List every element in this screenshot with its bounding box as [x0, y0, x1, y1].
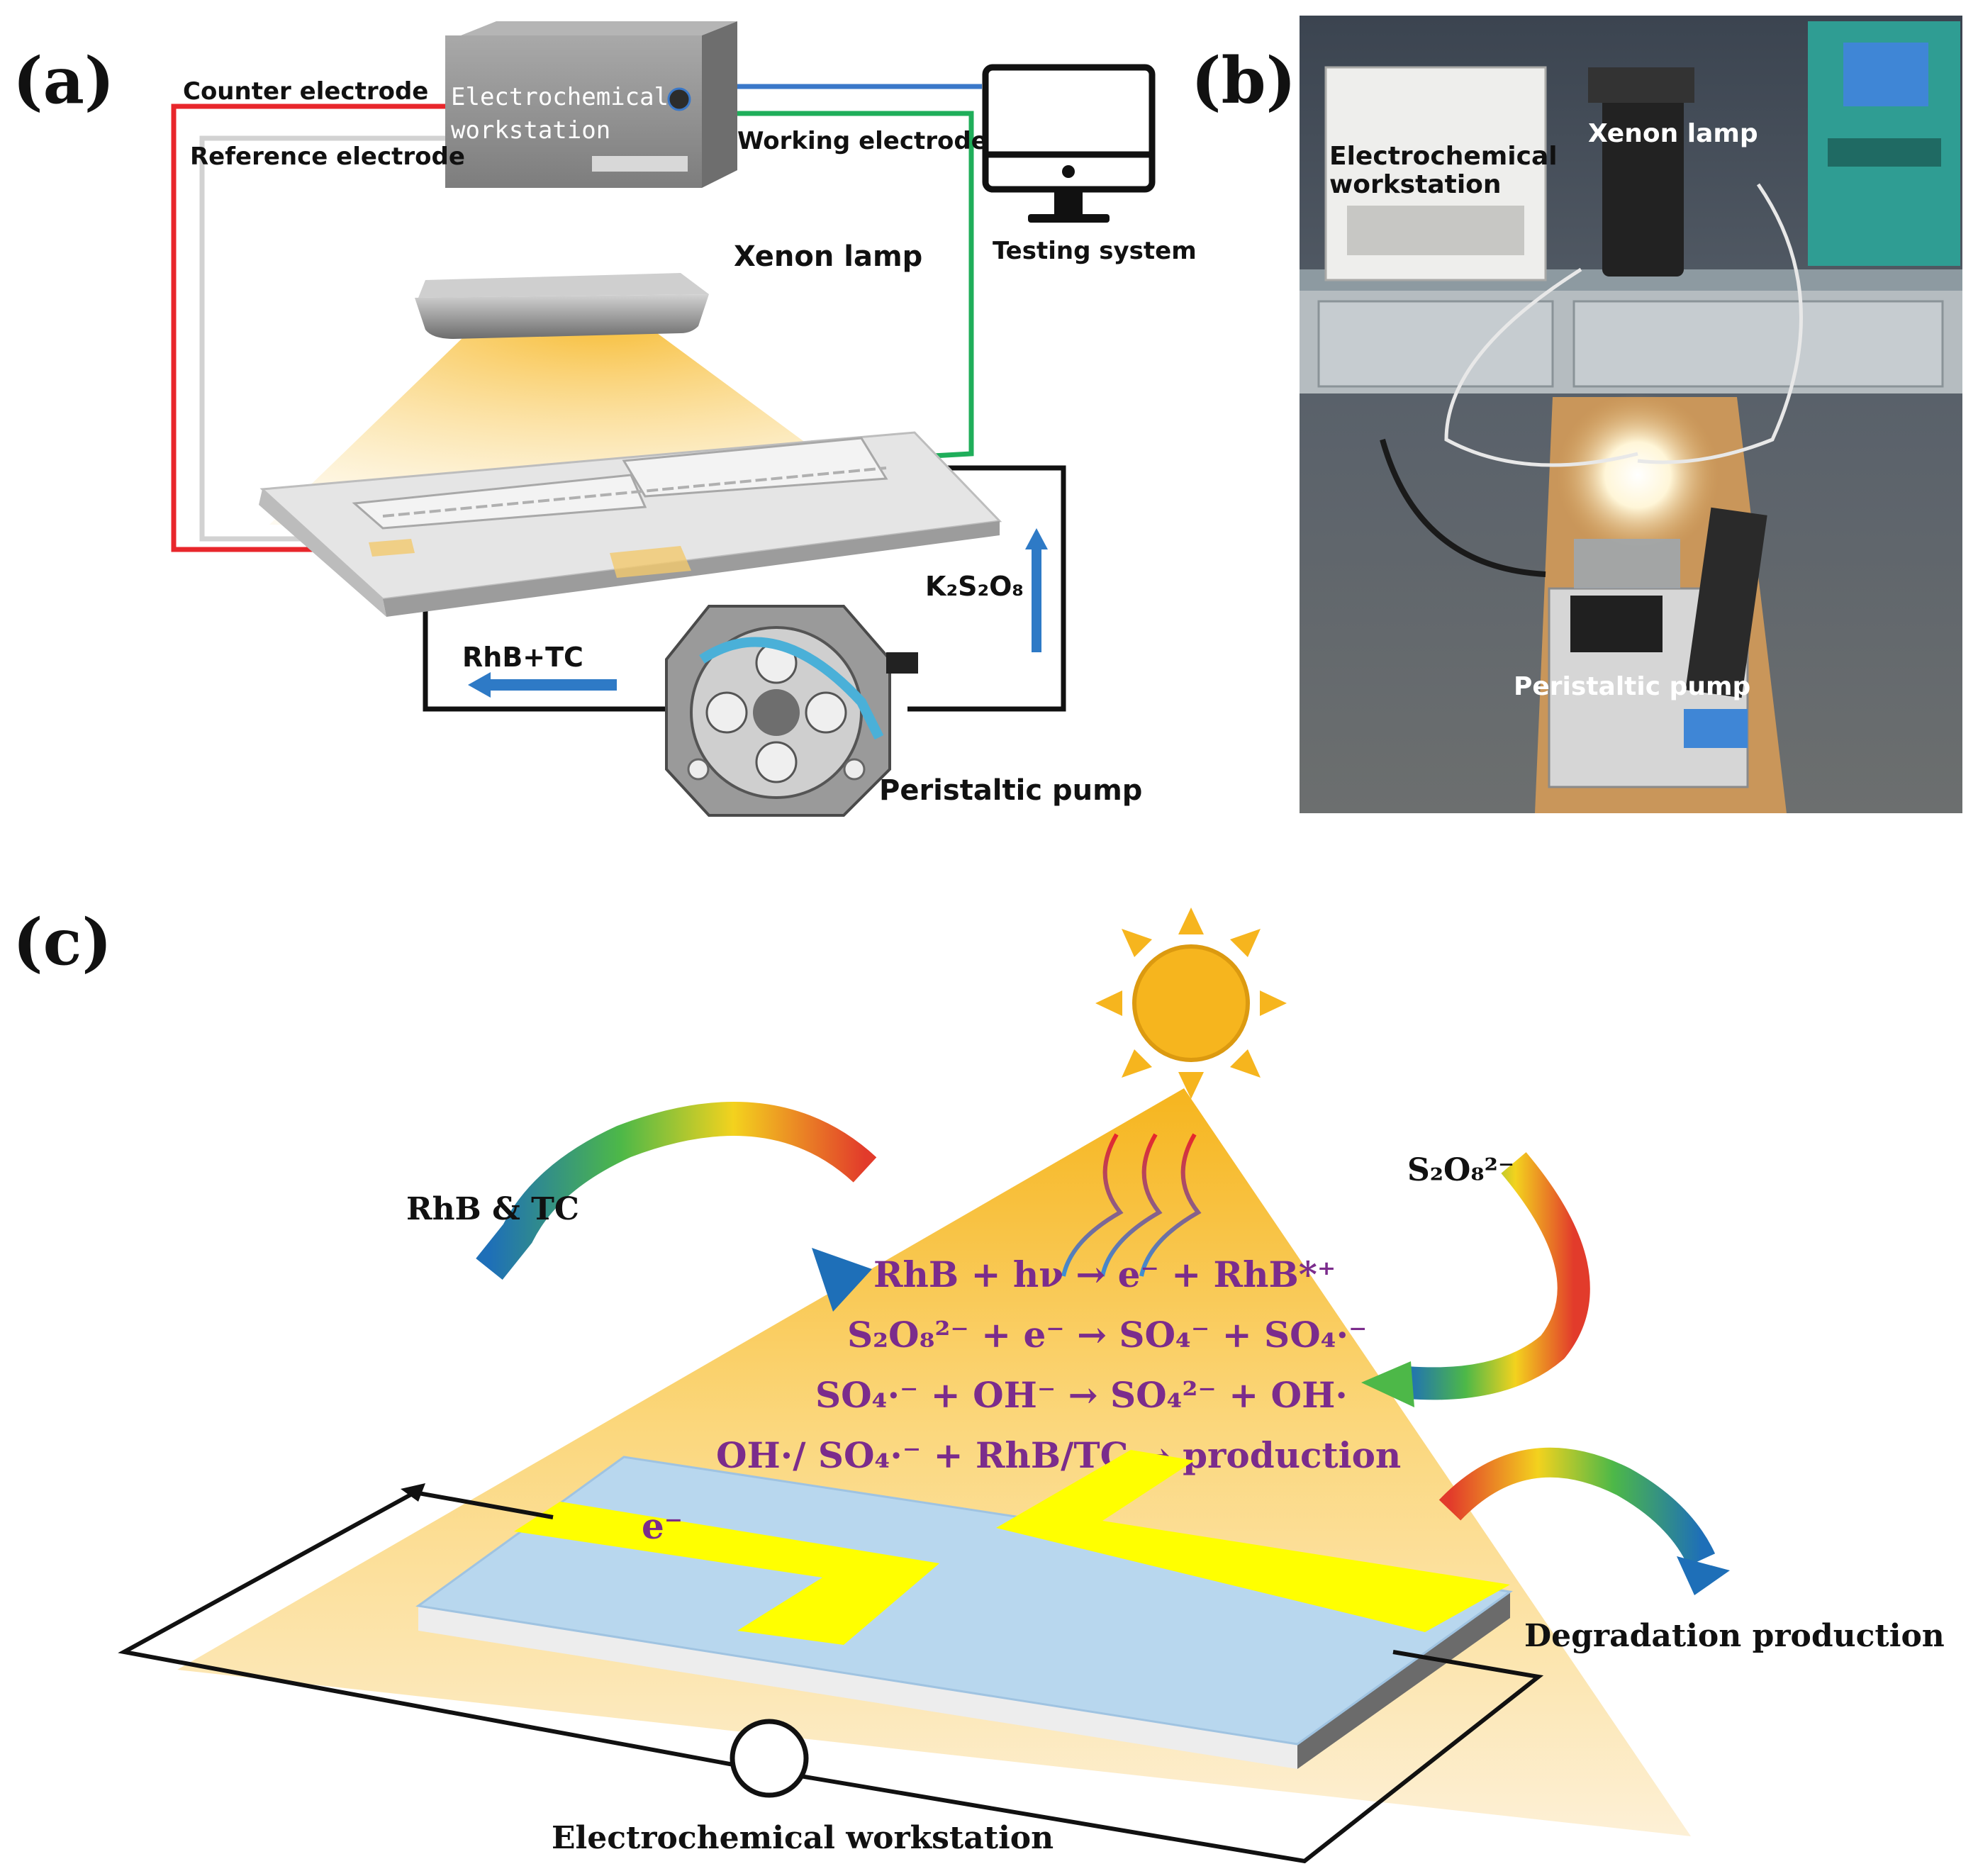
microfluidic-chip-3d — [415, 1450, 1513, 1769]
setup-photograph — [1300, 16, 1962, 813]
photo-workstation-label-line2: workstation — [1329, 170, 1502, 199]
rhb-tc-label: RhB+TC — [462, 642, 583, 673]
xenon-lamp-icon — [415, 273, 709, 339]
sun-icon — [1095, 908, 1287, 1099]
counter-electrode-label: Counter electrode — [183, 77, 428, 106]
photo-peristaltic-pump-label: Peristaltic pump — [1514, 672, 1750, 701]
panel-c: (c) RhB & TC — [13, 905, 1945, 1864]
rhb-tc-curved-arrow — [476, 1102, 877, 1312]
equation-4: OH·/ SO₄·⁻ + RhB/TC → production — [716, 1434, 1401, 1476]
photo-xenon-lamp-label: Xenon lamp — [1588, 119, 1758, 148]
counter-electrode-wire — [171, 104, 454, 552]
photo-workstation-label-line1: Electrochemical — [1329, 142, 1558, 171]
workstation-knob-icon — [667, 87, 691, 111]
equation-1: RhB + hν → e⁻ + RhB*⁺ — [873, 1254, 1336, 1295]
electrochemical-workstation-label: Electrochemical workstation — [552, 1820, 1054, 1856]
equation-2: S₂O₈²⁻ + e⁻ → SO₄⁻ + SO₄·⁻ — [847, 1314, 1367, 1356]
workstation-box: Electrochemical workstation — [445, 21, 737, 188]
peristaltic-pump-label: Peristaltic pump — [879, 774, 1142, 807]
peristaltic-pump-icon — [665, 605, 918, 817]
panel-label-b: (b) — [1191, 43, 1296, 118]
computer-icon — [982, 64, 1156, 223]
xenon-lamp-label: Xenon lamp — [734, 240, 922, 273]
k2s2o8-label: K₂S₂O₈ — [925, 571, 1024, 602]
degradation-label: Degradation production — [1524, 1618, 1945, 1654]
panel-label-a: (a) — [13, 43, 114, 118]
degradation-curved-arrow — [1438, 1447, 1730, 1595]
working-electrode-label: Working electrode — [737, 127, 988, 155]
s2o8-label: S₂O₈²⁻ — [1407, 1152, 1514, 1188]
panel-label-c: (c) — [13, 905, 112, 980]
working-electrode-wire — [730, 111, 974, 460]
testing-system-label: Testing system — [993, 237, 1197, 265]
electrode-left — [514, 1502, 939, 1645]
s2o8-curved-arrow — [1361, 1152, 1590, 1407]
microfluidic-chip — [259, 431, 1002, 617]
rhb-tc-input-label: RhB & TC — [406, 1191, 579, 1227]
electrode-right — [996, 1450, 1510, 1632]
reference-electrode-label: Reference electrode — [190, 143, 465, 171]
light-wave-icon — [1061, 1133, 1202, 1277]
workstation-meter-icon — [730, 1719, 809, 1798]
rhb-tc-flow-arrow — [468, 672, 617, 698]
workstation-label-line2: workstation — [451, 116, 610, 145]
workstation-label-line1: Electrochemical — [451, 83, 669, 111]
panel-b: (b) — [1191, 16, 1962, 813]
equation-3: SO₄·⁻ + OH⁻ → SO₄²⁻ + OH· — [815, 1374, 1348, 1416]
reference-electrode-wire — [199, 135, 454, 542]
k2s2o8-flow-arrow — [1025, 528, 1048, 652]
electron-label: e⁻ — [642, 1505, 683, 1547]
panel-a: (a) Electrochemical workstation Counter … — [13, 21, 1197, 817]
